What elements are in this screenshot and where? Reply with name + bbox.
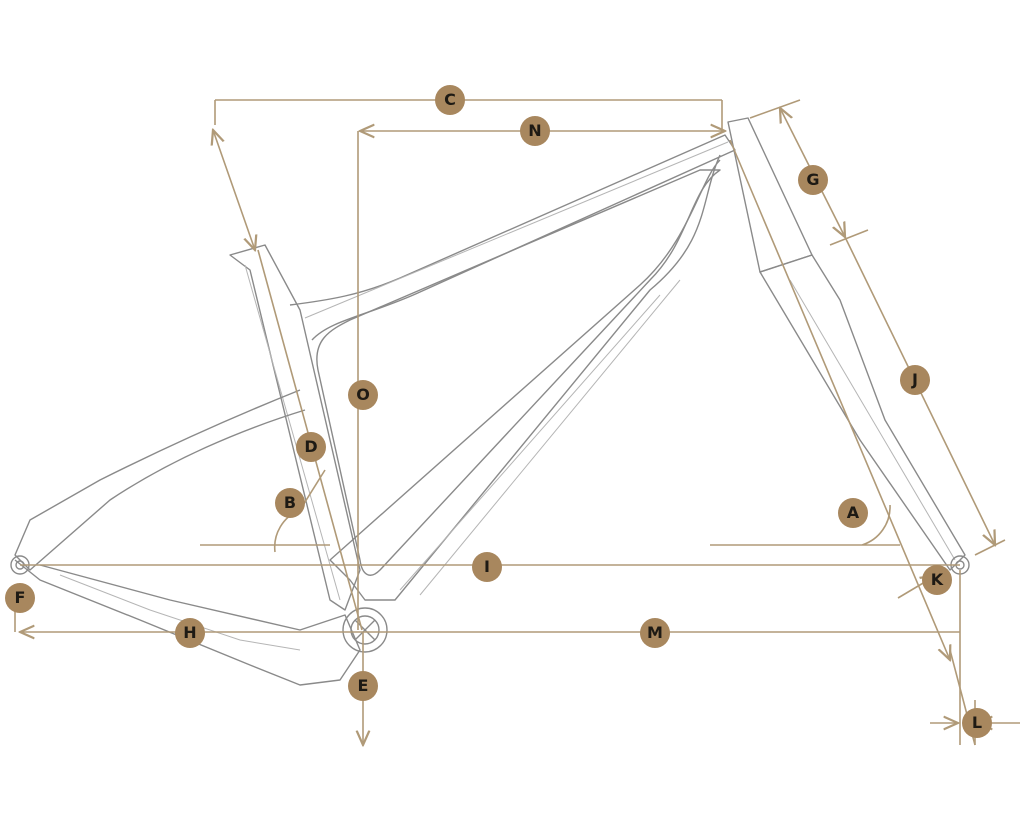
dimension-label-j: J	[900, 365, 930, 395]
dimension-label-c: C	[435, 85, 465, 115]
dimension-label-l: L	[962, 708, 992, 738]
dimension-label-o: O	[348, 380, 378, 410]
dimension-label-i: I	[472, 552, 502, 582]
dimension-label-f: F	[5, 583, 35, 613]
dimension-label-m: M	[640, 618, 670, 648]
dimension-label-d: D	[296, 432, 326, 462]
dimension-label-k: K	[922, 565, 952, 595]
bike-frame	[10, 117, 970, 686]
dimension-label-g: G	[798, 165, 828, 195]
dimension-label-e: E	[348, 671, 378, 701]
dimension-label-a: A	[838, 498, 868, 528]
dimension-label-h: H	[175, 618, 205, 648]
dimension-label-n: N	[520, 116, 550, 146]
dimension-label-b: B	[275, 488, 305, 518]
